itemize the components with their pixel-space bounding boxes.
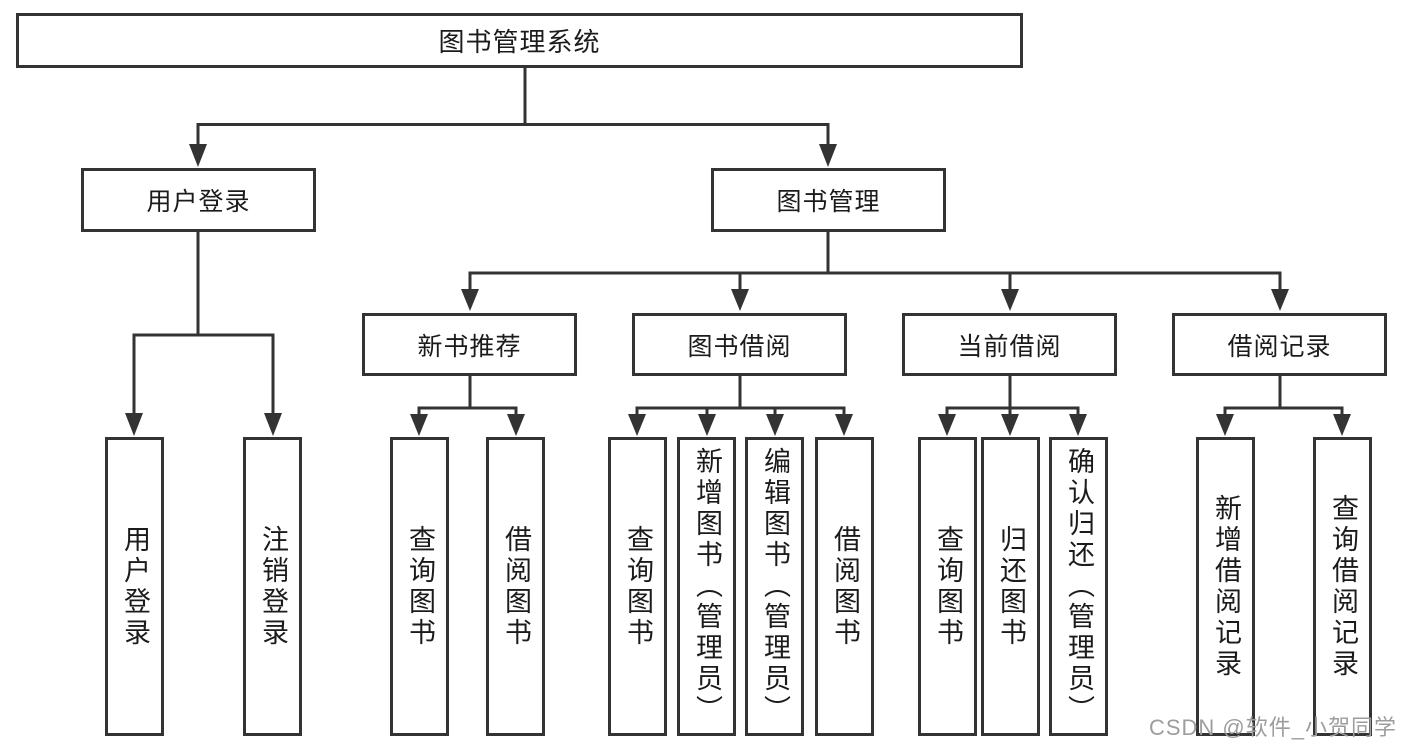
arrow-book-borrowing [731,289,749,311]
arrow-book-management [819,144,837,167]
leaf-confirm-return-admin: 确认归还（管理员） [1049,437,1108,736]
node-new-book-recommendation: 新书推荐 [362,313,577,376]
leaf-add-book-admin: 新增图书（管理员） [677,437,736,736]
arrow-current-borrowing [1001,289,1019,311]
node-user-login: 用户登录 [81,168,316,232]
arrow-user-login [189,144,207,167]
leaf-query-books-borrowing: 查询图书 [608,437,667,736]
node-book-management: 图书管理 [711,168,946,232]
leaf-return-books: 归还图书 [981,437,1040,736]
arrow-borrowing-records [1271,289,1289,311]
leaf-query-borrowing-record: 查询借阅记录 [1313,437,1372,736]
leaf-add-borrowing-record: 新增借阅记录 [1196,437,1255,736]
leaf-query-books-recommendation: 查询图书 [390,437,449,736]
leaf-borrow-books-borrowing: 借阅图书 [815,437,874,736]
watermark-csdn: CSDN @软件_小贺同学 [1148,715,1397,740]
arrow-new-book-recommendation [461,289,479,311]
node-library-management-system: 图书管理系统 [16,13,1023,68]
node-book-borrowing: 图书借阅 [632,313,847,376]
leaf-borrow-books-recommendation: 借阅图书 [486,437,545,736]
leaf-query-books-current: 查询图书 [918,437,977,736]
leaf-logout: 注销登录 [243,437,302,736]
leaf-edit-book-admin: 编辑图书（管理员） [745,437,804,736]
node-borrowing-records: 借阅记录 [1172,313,1387,376]
leaf-user-login: 用户登录 [105,437,164,736]
arrowheads [125,144,1351,436]
node-current-borrowing: 当前借阅 [902,313,1117,376]
